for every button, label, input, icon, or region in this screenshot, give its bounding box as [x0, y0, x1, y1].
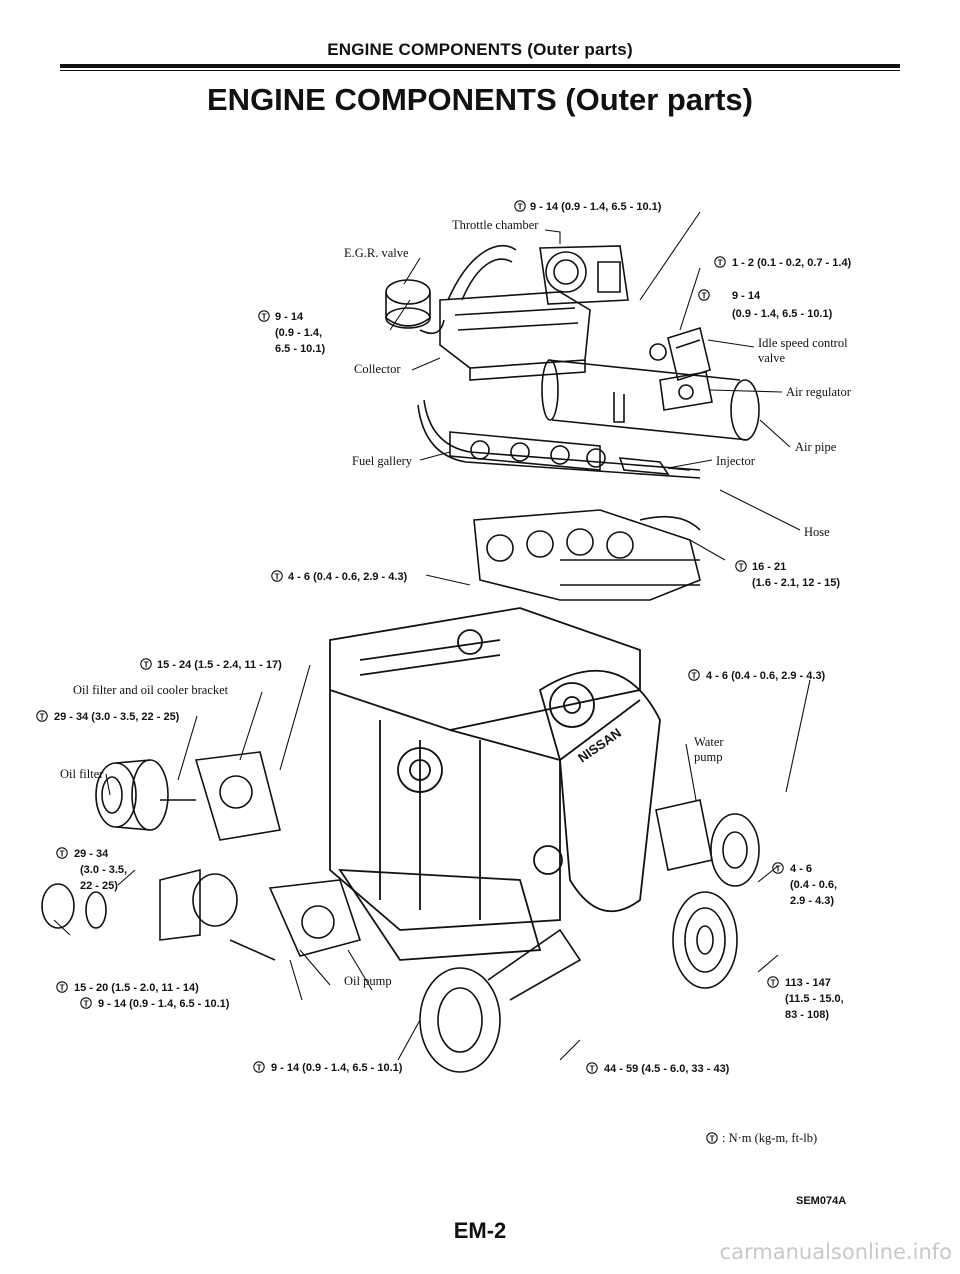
egr-torque-label-2: (0.9 - 1.4,: [275, 327, 322, 339]
oil-pump: [229, 879, 362, 961]
egr-torque-label-1: 9 - 14: [275, 311, 304, 323]
fuel-gallery-torque-label: 4 - 6 (0.4 - 0.6, 2.9 - 4.3): [288, 571, 408, 583]
isc-torque-label-a: 1 - 2 (0.1 - 0.2, 0.7 - 1.4): [732, 257, 852, 269]
air-pipe: [541, 359, 760, 441]
isc-torque-label-b2: (0.9 - 1.4, 6.5 - 10.1): [732, 308, 833, 320]
torque-legend: : N·m (kg-m, ft-lb): [722, 1131, 817, 1145]
oil-filter: [95, 759, 169, 831]
cooler-torque-label-1: 29 - 34: [74, 848, 109, 860]
cooler-torque-label-3: 22 - 25): [80, 880, 118, 892]
isc-torque-label-b1: 9 - 14: [732, 290, 761, 302]
air-pipe-label: Air pipe: [795, 440, 837, 454]
pump-torque-label-1: 15 - 20 (1.5 - 2.0, 11 - 14): [74, 982, 199, 994]
leader-lines: [53, 211, 811, 1061]
pulley-torque-label-2: (0.4 - 0.6,: [790, 879, 837, 891]
injector-label: Injector: [716, 454, 756, 468]
hose: [639, 515, 701, 531]
bottom-torque-label: 44 - 59 (4.5 - 6.0, 33 - 43): [604, 1063, 730, 1075]
intake-manifold: [473, 509, 701, 601]
throttle-chamber-label: Throttle chamber: [452, 218, 539, 232]
idle-speed-control-label-2: valve: [758, 351, 786, 365]
fuel-gallery-label: Fuel gallery: [352, 454, 413, 468]
front-torque-label: 4 - 6 (0.4 - 0.6, 2.9 - 4.3): [706, 670, 826, 682]
manifold-torque-label-1: 16 - 21: [752, 561, 786, 573]
page-title: ENGINE COMPONENTS (Outer parts): [207, 82, 753, 117]
throttle-torque-label: 9 - 14 (0.9 - 1.4, 6.5 - 10.1): [530, 201, 662, 213]
page-header: ENGINE COMPONENTS (Outer parts): [327, 40, 633, 59]
air-regulator-label: Air regulator: [786, 385, 852, 399]
bracket-torque-label: 15 - 24 (1.5 - 2.4, 11 - 17): [157, 659, 282, 671]
alternator: [419, 928, 582, 1073]
idle-speed-control-label-1: Idle speed control: [758, 336, 848, 350]
oil-filter-label: Oil filter: [60, 767, 104, 781]
crank-torque-label-3: 83 - 108): [785, 1009, 829, 1021]
egr-torque-label-3: 6.5 - 10.1): [275, 343, 325, 355]
header-rule-thin: [60, 70, 900, 71]
egr-valve: [385, 279, 445, 335]
water-pump-label-1: Water: [694, 735, 724, 749]
water-pump: [655, 799, 760, 887]
collector-label: Collector: [354, 362, 401, 376]
watermark: carmanualsonline.info: [719, 1240, 952, 1264]
figure-code: SEM074A: [796, 1195, 847, 1207]
throttle-chamber: [539, 245, 629, 305]
crank-torque-label-2: (11.5 - 15.0,: [785, 993, 844, 1005]
hose-label: Hose: [804, 525, 830, 539]
fuel-gallery: [417, 399, 701, 479]
cooler-torque-label-2: (3.0 - 3.5,: [80, 864, 127, 876]
oil-cooler: [41, 868, 238, 941]
engine-block: [329, 607, 641, 961]
oil-filter-bracket-label: Oil filter and oil cooler bracket: [73, 683, 229, 697]
water-pump-label-2: pump: [694, 750, 722, 764]
page-number: EM-2: [453, 1218, 507, 1243]
oil-filter-bracket: [160, 751, 281, 841]
egr-pipe: [447, 245, 517, 301]
crankshaft-pulley: [672, 891, 738, 989]
alternator-torque-label: 9 - 14 (0.9 - 1.4, 6.5 - 10.1): [271, 1062, 403, 1074]
idle-speed-control-valve: [649, 326, 711, 382]
header-rule: [60, 64, 900, 68]
bracket-torque-label-2: 29 - 34 (3.0 - 3.5, 22 - 25): [54, 711, 180, 723]
crank-torque-label-1: 113 - 147: [785, 977, 831, 989]
egr-valve-label: E.G.R. valve: [344, 246, 409, 260]
pulley-torque-label-1: 4 - 6: [790, 863, 812, 875]
pulley-torque-label-3: 2.9 - 4.3): [790, 895, 834, 907]
injector: [618, 457, 691, 475]
collector: [439, 291, 591, 381]
pump-torque-label-2: 9 - 14 (0.9 - 1.4, 6.5 - 10.1): [98, 998, 230, 1010]
timing-belt-cover: [533, 669, 661, 913]
oil-pump-label: Oil pump: [344, 974, 392, 988]
manifold-torque-label-2: (1.6 - 2.1, 12 - 15): [752, 577, 840, 589]
